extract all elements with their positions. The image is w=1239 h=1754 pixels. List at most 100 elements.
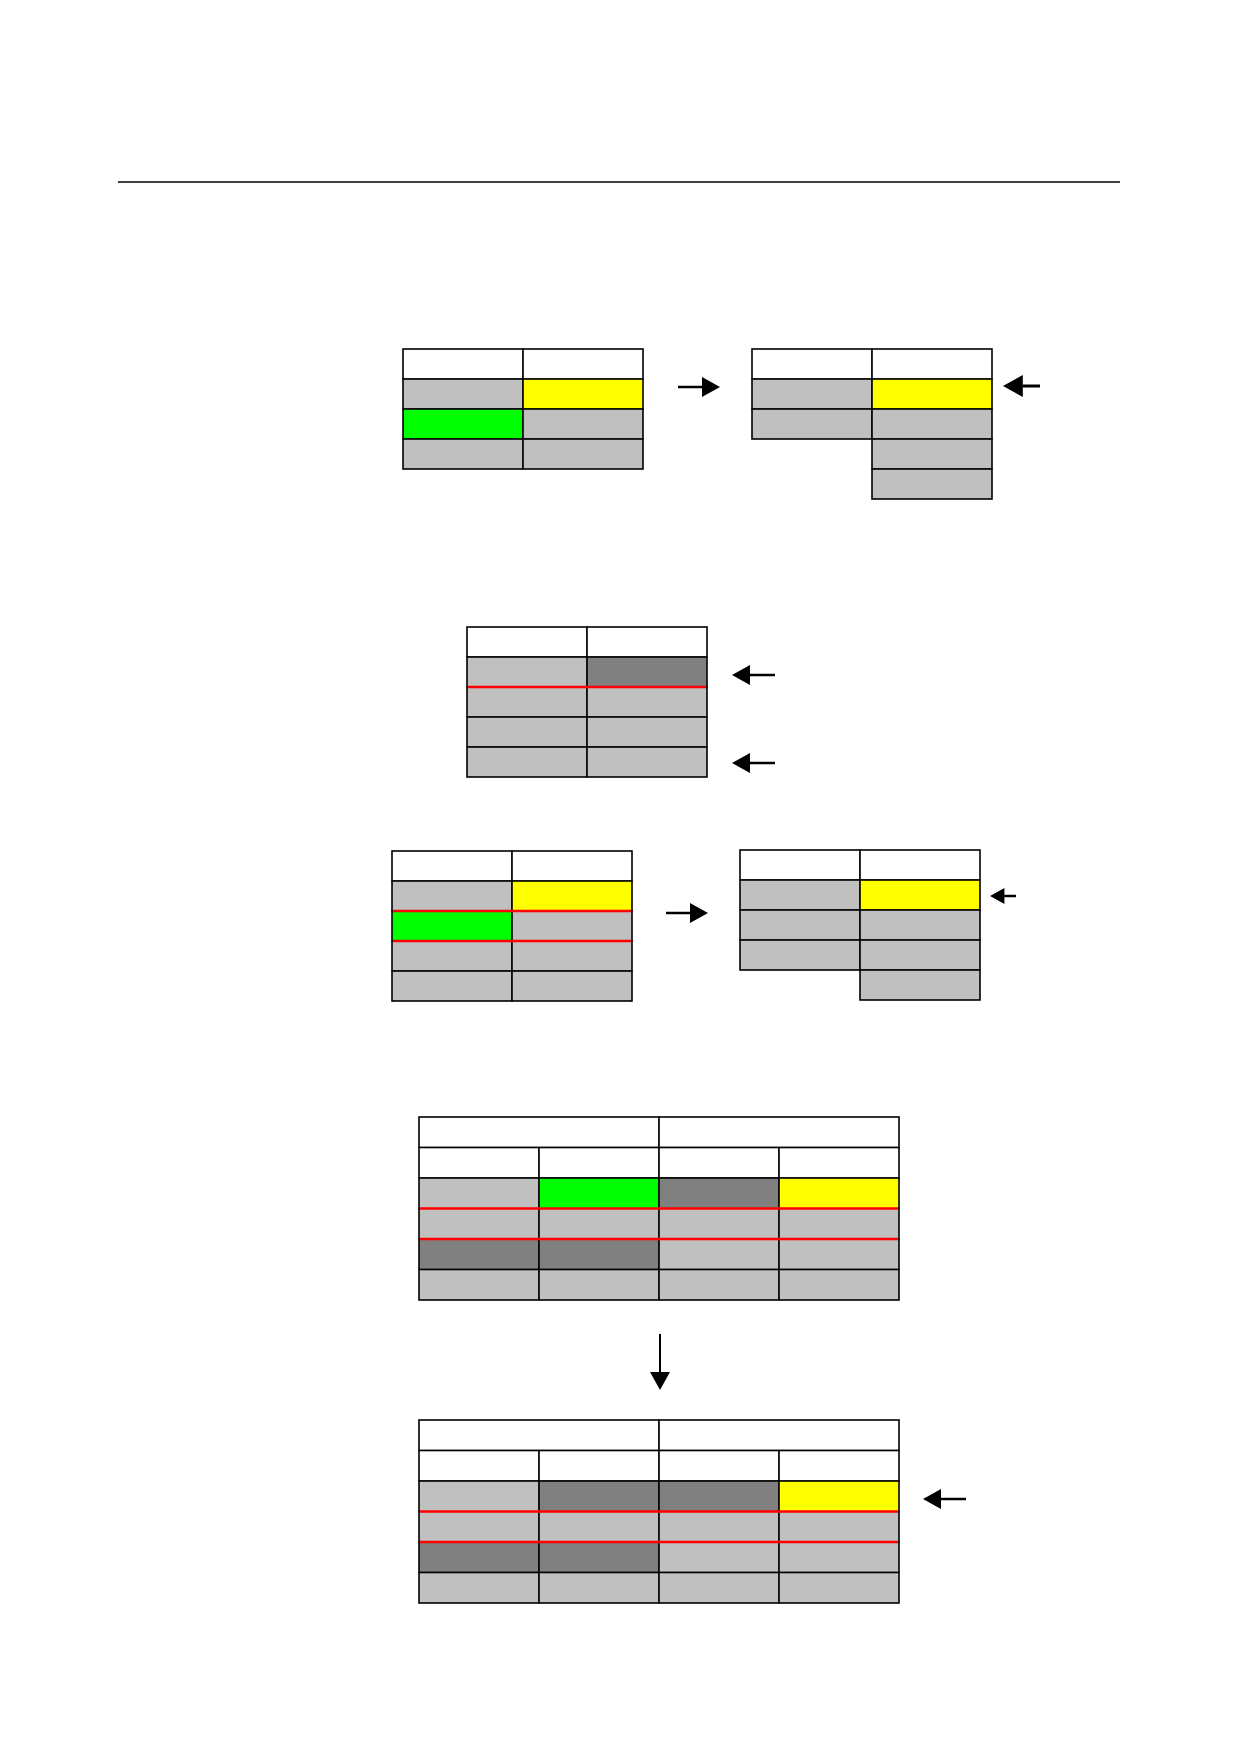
fig1-after-header-cell — [751, 348, 873, 380]
fig4-after-cell — [778, 1541, 900, 1574]
fig4-transition-arrow — [650, 1334, 670, 1390]
fig4-before-cell — [418, 1177, 540, 1210]
fig1-marker-arrow — [1003, 375, 1040, 397]
fig4-marker-arrow-head — [923, 1489, 941, 1509]
fig2-marker-arrow-bottom-head — [732, 753, 750, 773]
fig3-after-cell — [739, 879, 861, 911]
fig4-before-cell — [658, 1268, 780, 1301]
fig3-before-table — [391, 850, 633, 1002]
fig4-before-cell — [538, 1238, 660, 1271]
arrows-layer — [650, 375, 1040, 1509]
fig3-before-header-cell — [391, 850, 513, 882]
fig4-after-cell — [778, 1480, 900, 1513]
fig3-before-header-cell — [511, 850, 633, 882]
fig4-before-header-cell — [778, 1146, 900, 1179]
fig3-transition-arrow — [666, 903, 708, 923]
fig3-before-cell — [391, 970, 513, 1002]
fig1-before-cell — [402, 378, 524, 410]
fig3-before-cell — [391, 910, 513, 942]
fig1-marker-arrow-head — [1003, 375, 1023, 397]
fig4-before-cell — [778, 1268, 900, 1301]
fig1-after-cell — [751, 408, 873, 440]
fig4-after-header-cell — [658, 1449, 780, 1482]
fig4-transition-arrow-head — [650, 1372, 670, 1390]
fig4-before-cell — [538, 1268, 660, 1301]
fig1-transition-arrow — [678, 377, 720, 397]
fig2-header-cell — [466, 626, 588, 658]
fig4-after-cell — [658, 1541, 780, 1574]
fig3-marker-arrow — [990, 888, 1016, 904]
fig3-after-cell — [739, 909, 861, 941]
fig3-after-header-cell — [859, 849, 981, 881]
fig1-after-header-cell — [871, 348, 993, 380]
fig2-table — [466, 626, 708, 778]
fig2-marker-arrow-top — [732, 665, 775, 685]
fig2-header-cell — [586, 626, 708, 658]
fig4-after-table — [418, 1419, 900, 1604]
fig4-before-header-cell — [538, 1146, 660, 1179]
fig4-after-cell — [658, 1510, 780, 1543]
fig2-marker-arrow-bottom — [732, 753, 775, 773]
fig2-cell — [466, 716, 588, 748]
fig1-after-table — [751, 348, 993, 500]
fig4-before-cell — [418, 1207, 540, 1240]
fig1-before-header-cell — [402, 348, 524, 380]
fig4-before-header-cell — [658, 1146, 780, 1179]
fig3-before-cell — [511, 970, 633, 1002]
fig4-before-group-header-cell — [658, 1116, 900, 1149]
fig4-marker-arrow — [923, 1489, 966, 1509]
fig3-before-cell — [511, 910, 633, 942]
fig4-after-header-cell — [538, 1449, 660, 1482]
fig1-before-cell — [522, 378, 644, 410]
fig1-before-cell — [522, 408, 644, 440]
fig4-before-cell — [658, 1207, 780, 1240]
fig4-before-cell — [538, 1177, 660, 1210]
fig4-after-cell — [538, 1541, 660, 1574]
fig3-after-cell — [859, 969, 981, 1001]
fig3-marker-arrow-head — [990, 888, 1005, 904]
fig2-cell — [586, 716, 708, 748]
fig4-before-cell — [778, 1207, 900, 1240]
fig4-before-group-header-cell — [418, 1116, 660, 1149]
fig3-after-cell — [739, 939, 861, 971]
fig3-transition-arrow-head — [690, 903, 708, 923]
fig3-before-cell — [511, 940, 633, 972]
fig1-transition-arrow-head — [702, 377, 720, 397]
fig3-after-cell — [859, 879, 981, 911]
fig1-after-cell — [871, 378, 993, 410]
fig2-cell — [466, 686, 588, 718]
fig1-after-cell — [871, 408, 993, 440]
fig4-before-table — [418, 1116, 900, 1301]
fig2-cell — [586, 686, 708, 718]
fig4-after-cell — [658, 1480, 780, 1513]
fig1-before-cell — [402, 408, 524, 440]
fig4-before-cell — [538, 1207, 660, 1240]
fig3-before-cell — [391, 880, 513, 912]
fig2-cell — [466, 746, 588, 778]
fig3-after-cell — [859, 909, 981, 941]
fig4-after-cell — [538, 1480, 660, 1513]
fig4-before-cell — [778, 1177, 900, 1210]
fig3-after-cell — [859, 939, 981, 971]
tables-layer — [391, 348, 993, 1604]
fig4-after-cell — [418, 1480, 540, 1513]
fig2-cell — [586, 656, 708, 688]
fig1-before-cell — [402, 438, 524, 470]
fig1-after-cell — [751, 378, 873, 410]
fig4-after-header-cell — [418, 1449, 540, 1482]
fig4-after-cell — [658, 1571, 780, 1604]
fig1-before-table — [402, 348, 644, 470]
fig4-after-group-header-cell — [418, 1419, 660, 1452]
fig4-before-cell — [658, 1177, 780, 1210]
fig4-after-cell — [538, 1571, 660, 1604]
fig4-before-cell — [658, 1238, 780, 1271]
fig4-before-header-cell — [418, 1146, 540, 1179]
fig1-before-header-cell — [522, 348, 644, 380]
fig3-before-cell — [511, 880, 633, 912]
fig3-after-header-cell — [739, 849, 861, 881]
fig2-cell — [586, 746, 708, 778]
fig4-after-cell — [418, 1571, 540, 1604]
fig1-after-cell — [871, 438, 993, 470]
fig2-marker-arrow-top-head — [732, 665, 750, 685]
fig4-before-cell — [418, 1268, 540, 1301]
